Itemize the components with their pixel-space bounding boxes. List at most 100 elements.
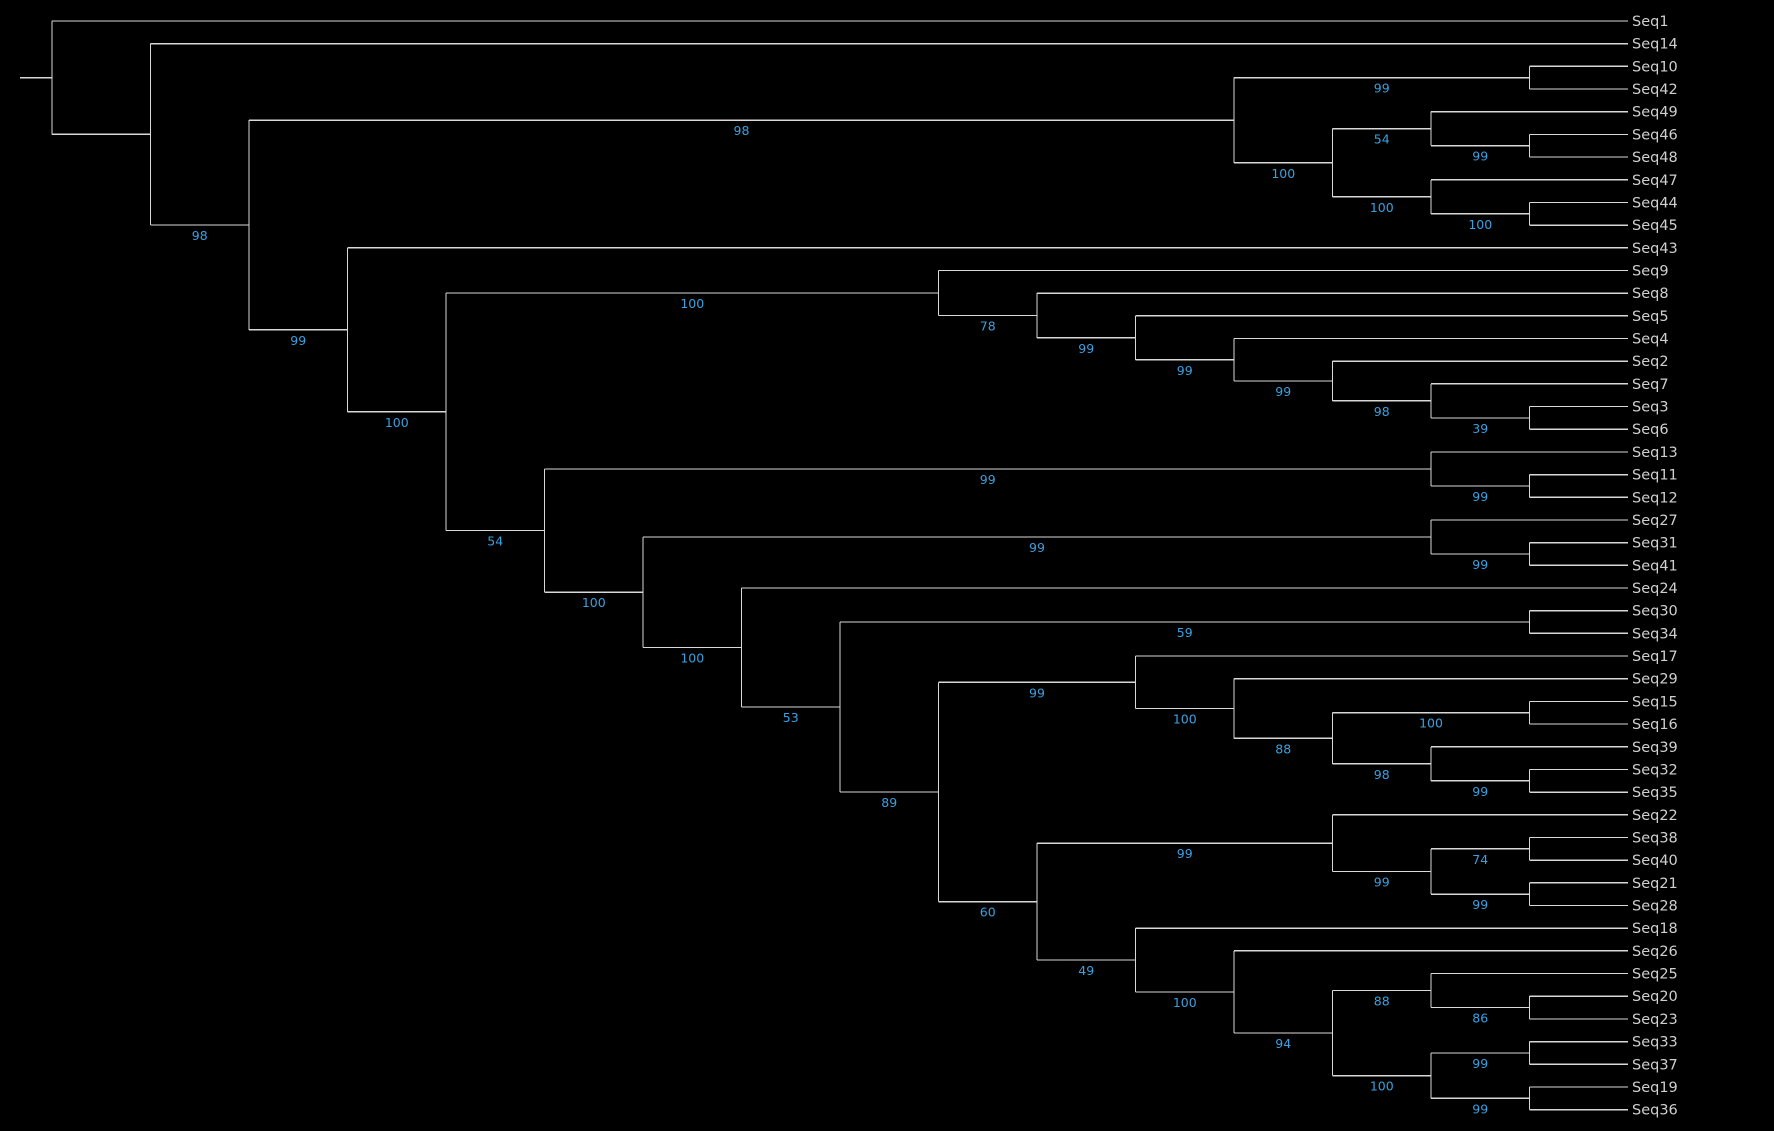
support-value: 99 [1275, 384, 1291, 399]
leaf-label: Seq22 [1632, 808, 1678, 824]
leaf-label: Seq25 [1632, 967, 1678, 983]
support-value: 100 [385, 415, 409, 430]
support-value: 100 [1468, 217, 1492, 232]
leaf-label: Seq12 [1632, 490, 1678, 506]
leaf-label: Seq46 [1632, 127, 1678, 143]
support-value: 99 [1472, 489, 1488, 504]
support-value: 99 [1078, 341, 1094, 356]
leaf-label: Seq24 [1632, 581, 1678, 597]
leaf-label: Seq7 [1632, 377, 1669, 393]
support-value: 100 [680, 650, 704, 665]
leaf-label: Seq43 [1632, 241, 1678, 257]
support-value: 99 [980, 472, 996, 487]
leaf-label: Seq44 [1632, 195, 1678, 211]
support-value: 99 [1177, 846, 1193, 861]
support-value: 100 [1370, 200, 1394, 215]
branches [20, 20, 1628, 1111]
support-value: 99 [1029, 685, 1045, 700]
support-value: 99 [1472, 149, 1488, 164]
support-value: 100 [1370, 1079, 1394, 1094]
leaf-label: Seq34 [1632, 626, 1678, 642]
support-value: 100 [1419, 716, 1443, 731]
leaf-label: Seq42 [1632, 82, 1678, 98]
leaf-label: Seq38 [1632, 830, 1678, 846]
support-value: 59 [1177, 625, 1193, 640]
support-value: 98 [734, 123, 750, 138]
support-value: 98 [1374, 767, 1390, 782]
support-value: 99 [1472, 1056, 1488, 1071]
leaf-label: Seq40 [1632, 853, 1678, 869]
leaf-label: Seq35 [1632, 785, 1678, 801]
support-value: 99 [1472, 897, 1488, 912]
support-value: 54 [487, 534, 503, 549]
leaf-label: Seq31 [1632, 536, 1678, 552]
support-value: 54 [1374, 132, 1390, 147]
support-value: 99 [290, 333, 306, 348]
support-value: 99 [1472, 784, 1488, 799]
leaf-label: Seq41 [1632, 558, 1678, 574]
leaf-label: Seq9 [1632, 263, 1669, 279]
leaf-label: Seq13 [1632, 445, 1678, 461]
support-value: 99 [1374, 81, 1390, 96]
support-value: 53 [783, 710, 799, 725]
leaf-label: Seq32 [1632, 762, 1678, 778]
leaf-label: Seq28 [1632, 899, 1678, 915]
support-value: 100 [582, 595, 606, 610]
support-value: 74 [1472, 852, 1488, 867]
leaf-label: Seq33 [1632, 1035, 1678, 1051]
leaf-label: Seq11 [1632, 468, 1678, 484]
support-value: 99 [1472, 1101, 1488, 1116]
leaf-label: Seq18 [1632, 921, 1678, 937]
support-value: 99 [1177, 363, 1193, 378]
leaf-label: Seq23 [1632, 1012, 1678, 1028]
support-value: 100 [1173, 711, 1197, 726]
leaf-label: Seq20 [1632, 989, 1678, 1005]
leaf-labels: Seq1Seq14Seq10Seq42Seq49Seq46Seq48Seq47S… [1632, 14, 1678, 1119]
support-value: 100 [680, 296, 704, 311]
leaf-label: Seq29 [1632, 672, 1678, 688]
support-value: 89 [881, 795, 897, 810]
support-value: 98 [1374, 404, 1390, 419]
support-value: 100 [1173, 995, 1197, 1010]
support-value: 86 [1472, 1011, 1488, 1026]
leaf-label: Seq4 [1632, 332, 1669, 348]
support-value: 78 [980, 318, 996, 333]
support-value: 99 [1374, 875, 1390, 890]
leaf-label: Seq30 [1632, 604, 1678, 620]
leaf-label: Seq36 [1632, 1103, 1678, 1119]
leaf-label: Seq49 [1632, 105, 1678, 121]
leaf-label: Seq27 [1632, 513, 1678, 529]
leaf-label: Seq5 [1632, 309, 1669, 325]
support-value: 98 [192, 228, 208, 243]
support-value: 39 [1472, 421, 1488, 436]
leaf-label: Seq3 [1632, 400, 1669, 416]
leaf-label: Seq14 [1632, 37, 1678, 53]
leaf-label: Seq17 [1632, 649, 1678, 665]
leaf-label: Seq10 [1632, 59, 1678, 75]
leaf-label: Seq16 [1632, 717, 1678, 733]
leaf-label: Seq15 [1632, 694, 1678, 710]
support-value: 49 [1078, 963, 1094, 978]
support-values: 98 98 99 100 54 99 100 100 99 100 100 78 99 99 99 98 39 5… [192, 81, 1492, 1117]
leaf-label: Seq47 [1632, 173, 1678, 189]
support-value: 94 [1275, 1036, 1291, 1051]
leaf-label: Seq48 [1632, 150, 1678, 166]
leaf-label: Seq45 [1632, 218, 1678, 234]
leaf-label: Seq1 [1632, 14, 1669, 30]
leaf-label: Seq26 [1632, 944, 1678, 960]
leaf-label: Seq37 [1632, 1057, 1678, 1073]
leaf-label: Seq8 [1632, 286, 1669, 302]
support-value: 100 [1271, 166, 1295, 181]
leaf-label: Seq19 [1632, 1080, 1678, 1096]
support-value: 60 [980, 905, 996, 920]
support-value: 88 [1374, 994, 1390, 1009]
support-value: 99 [1472, 557, 1488, 572]
support-value: 99 [1029, 540, 1045, 555]
leaf-label: Seq39 [1632, 740, 1678, 756]
leaf-label: Seq2 [1632, 354, 1669, 370]
leaf-label: Seq21 [1632, 876, 1678, 892]
support-value: 88 [1275, 741, 1291, 756]
leaf-label: Seq6 [1632, 422, 1669, 438]
